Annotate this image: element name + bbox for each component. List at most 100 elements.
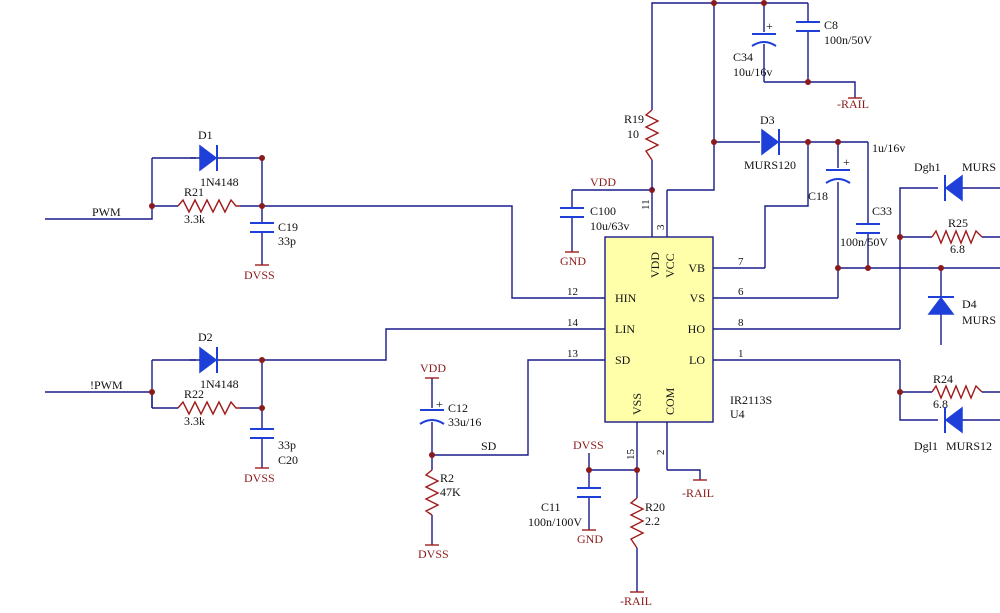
diode-d2-icon[interactable] bbox=[190, 346, 218, 374]
junction-pwm-right bbox=[259, 203, 265, 209]
net-label-pwm: PWM bbox=[92, 205, 121, 219]
capacitor-c18-icon[interactable]: + bbox=[825, 155, 851, 184]
c100-value: 10u/63v bbox=[590, 219, 629, 233]
diode-d4-icon[interactable] bbox=[927, 296, 955, 315]
net-dvss-4: DVSS bbox=[573, 438, 604, 452]
ic-pin-num-vcc: 3 bbox=[655, 224, 667, 230]
ic-pin-name-lin: LIN bbox=[615, 322, 635, 336]
r25-ref: R25 bbox=[948, 216, 968, 230]
dgl1-ref: Dgl1 bbox=[914, 439, 938, 453]
c19-ref: C19 bbox=[278, 220, 298, 234]
ic-body[interactable] bbox=[604, 236, 714, 423]
r19-ref: R19 bbox=[624, 112, 644, 126]
ic-pin-name-vss: VSS bbox=[630, 393, 644, 415]
c100-ref: C100 bbox=[590, 204, 616, 218]
ic-pin-num-ho: 8 bbox=[738, 317, 744, 329]
diode-d1-icon[interactable] bbox=[190, 144, 218, 172]
capacitor-c19-icon[interactable] bbox=[250, 222, 274, 233]
dgl1-value: MURS12 bbox=[946, 439, 992, 453]
r20-ref: R20 bbox=[645, 500, 665, 514]
d4-value: MURS bbox=[962, 313, 996, 327]
junction-top-1 bbox=[711, 0, 717, 6]
d3-value: MURS120 bbox=[744, 158, 796, 172]
ic-pin-name-lo: LO bbox=[689, 353, 705, 367]
resistor-r20-icon[interactable] bbox=[629, 497, 645, 549]
ic-pin-name-hin: HIN bbox=[615, 291, 637, 305]
junction-vs-1 bbox=[835, 265, 841, 271]
c18-value: 1u/16v bbox=[872, 141, 905, 155]
r20-value: 2.2 bbox=[645, 514, 660, 528]
r24-ref: R24 bbox=[933, 372, 953, 386]
resistor-r21-icon[interactable] bbox=[177, 198, 240, 214]
resistor-r25-icon[interactable] bbox=[931, 229, 983, 245]
net-rail-3: -RAIL bbox=[682, 486, 714, 500]
ic-pin-num-vs: 6 bbox=[738, 286, 744, 298]
d2-value: 1N4148 bbox=[200, 377, 239, 391]
c12-value: 33u/16 bbox=[448, 415, 481, 429]
ic-pin-wires bbox=[545, 190, 900, 470]
d1-ref: D1 bbox=[198, 128, 213, 142]
dgh1-value: MURS bbox=[962, 160, 996, 174]
capacitor-c20-icon[interactable] bbox=[250, 428, 274, 439]
capacitor-c34-icon[interactable]: + bbox=[751, 19, 777, 47]
net-dvss-2: DVSS bbox=[244, 471, 275, 485]
ic-ref: U4 bbox=[730, 407, 745, 421]
r21-ref: R21 bbox=[184, 185, 204, 199]
capacitor-c100-icon[interactable] bbox=[560, 207, 584, 218]
capacitor-c11-icon[interactable] bbox=[577, 487, 601, 498]
ic-pin-num-vdd: 11 bbox=[640, 199, 652, 210]
junction-sd bbox=[429, 452, 435, 458]
junction-vs-3 bbox=[938, 265, 944, 271]
junction-c34-c8 bbox=[805, 79, 811, 85]
resistor-r2-icon[interactable] bbox=[424, 469, 440, 516]
diode-d3-icon[interactable] bbox=[761, 128, 780, 156]
diode-dgh1-icon[interactable] bbox=[944, 174, 963, 202]
c33-value: 100n/50V bbox=[840, 235, 888, 249]
vdd-wires bbox=[571, 189, 652, 252]
ic-pin-name-vb: VB bbox=[688, 261, 705, 275]
c12-ref: C12 bbox=[448, 401, 468, 415]
ic-pin-num-lo: 1 bbox=[738, 348, 744, 360]
d3-ref: D3 bbox=[760, 113, 775, 127]
ic-pin-num-lin: 14 bbox=[567, 317, 579, 329]
c18-ref: C18 bbox=[808, 189, 828, 203]
capacitor-c33-icon[interactable] bbox=[856, 223, 880, 234]
junction-c18-top bbox=[835, 139, 841, 145]
ic-pin-name-sd: SD bbox=[615, 353, 631, 367]
net-dvss-1: DVSS bbox=[244, 268, 275, 282]
sd-wires bbox=[431, 359, 545, 545]
c34-ref: C34 bbox=[733, 50, 753, 64]
junction-lo-1 bbox=[897, 389, 903, 395]
net-label-npwm: !PWM bbox=[90, 378, 123, 392]
junction-d1-right bbox=[259, 155, 265, 161]
net-dvss-3: DVSS bbox=[418, 547, 449, 561]
ic-pin-name-vs: VS bbox=[690, 291, 705, 305]
r22-ref: R22 bbox=[184, 387, 204, 401]
d1-value: 1N4148 bbox=[200, 175, 239, 189]
net-vdd-top: VDD bbox=[590, 175, 616, 189]
capacitor-c8-icon[interactable] bbox=[796, 21, 820, 32]
net-rail-1: -RAIL bbox=[837, 97, 869, 111]
ic-pin-name-com: COM bbox=[663, 387, 677, 415]
ic-pin-name-ho: HO bbox=[688, 322, 706, 336]
resistor-r22-icon[interactable] bbox=[177, 400, 240, 416]
net-rail-2: -RAIL bbox=[620, 594, 652, 608]
r2-ref: R2 bbox=[440, 471, 454, 485]
ic-pin-num-hin: 12 bbox=[567, 286, 578, 298]
c19-value: 33p bbox=[278, 234, 296, 248]
r2-value: 47K bbox=[440, 485, 461, 499]
ic-pin-num-sd: 13 bbox=[567, 348, 579, 360]
gate-drive-wires bbox=[899, 187, 1000, 421]
r25-value: 6.8 bbox=[950, 242, 965, 256]
c8-ref: C8 bbox=[824, 18, 838, 32]
junction-ho-1 bbox=[897, 234, 903, 240]
diode-dgl1-icon[interactable] bbox=[944, 406, 963, 434]
junction-npwm-right bbox=[259, 405, 265, 411]
svg-text:+: + bbox=[766, 19, 773, 33]
capacitor-c12-icon[interactable]: + bbox=[419, 397, 445, 425]
c33-ref: C33 bbox=[872, 204, 892, 218]
resistor-r24-icon[interactable] bbox=[931, 384, 983, 400]
dgh1-ref: Dgh1 bbox=[914, 160, 941, 174]
resistor-r19-icon[interactable] bbox=[644, 109, 660, 161]
